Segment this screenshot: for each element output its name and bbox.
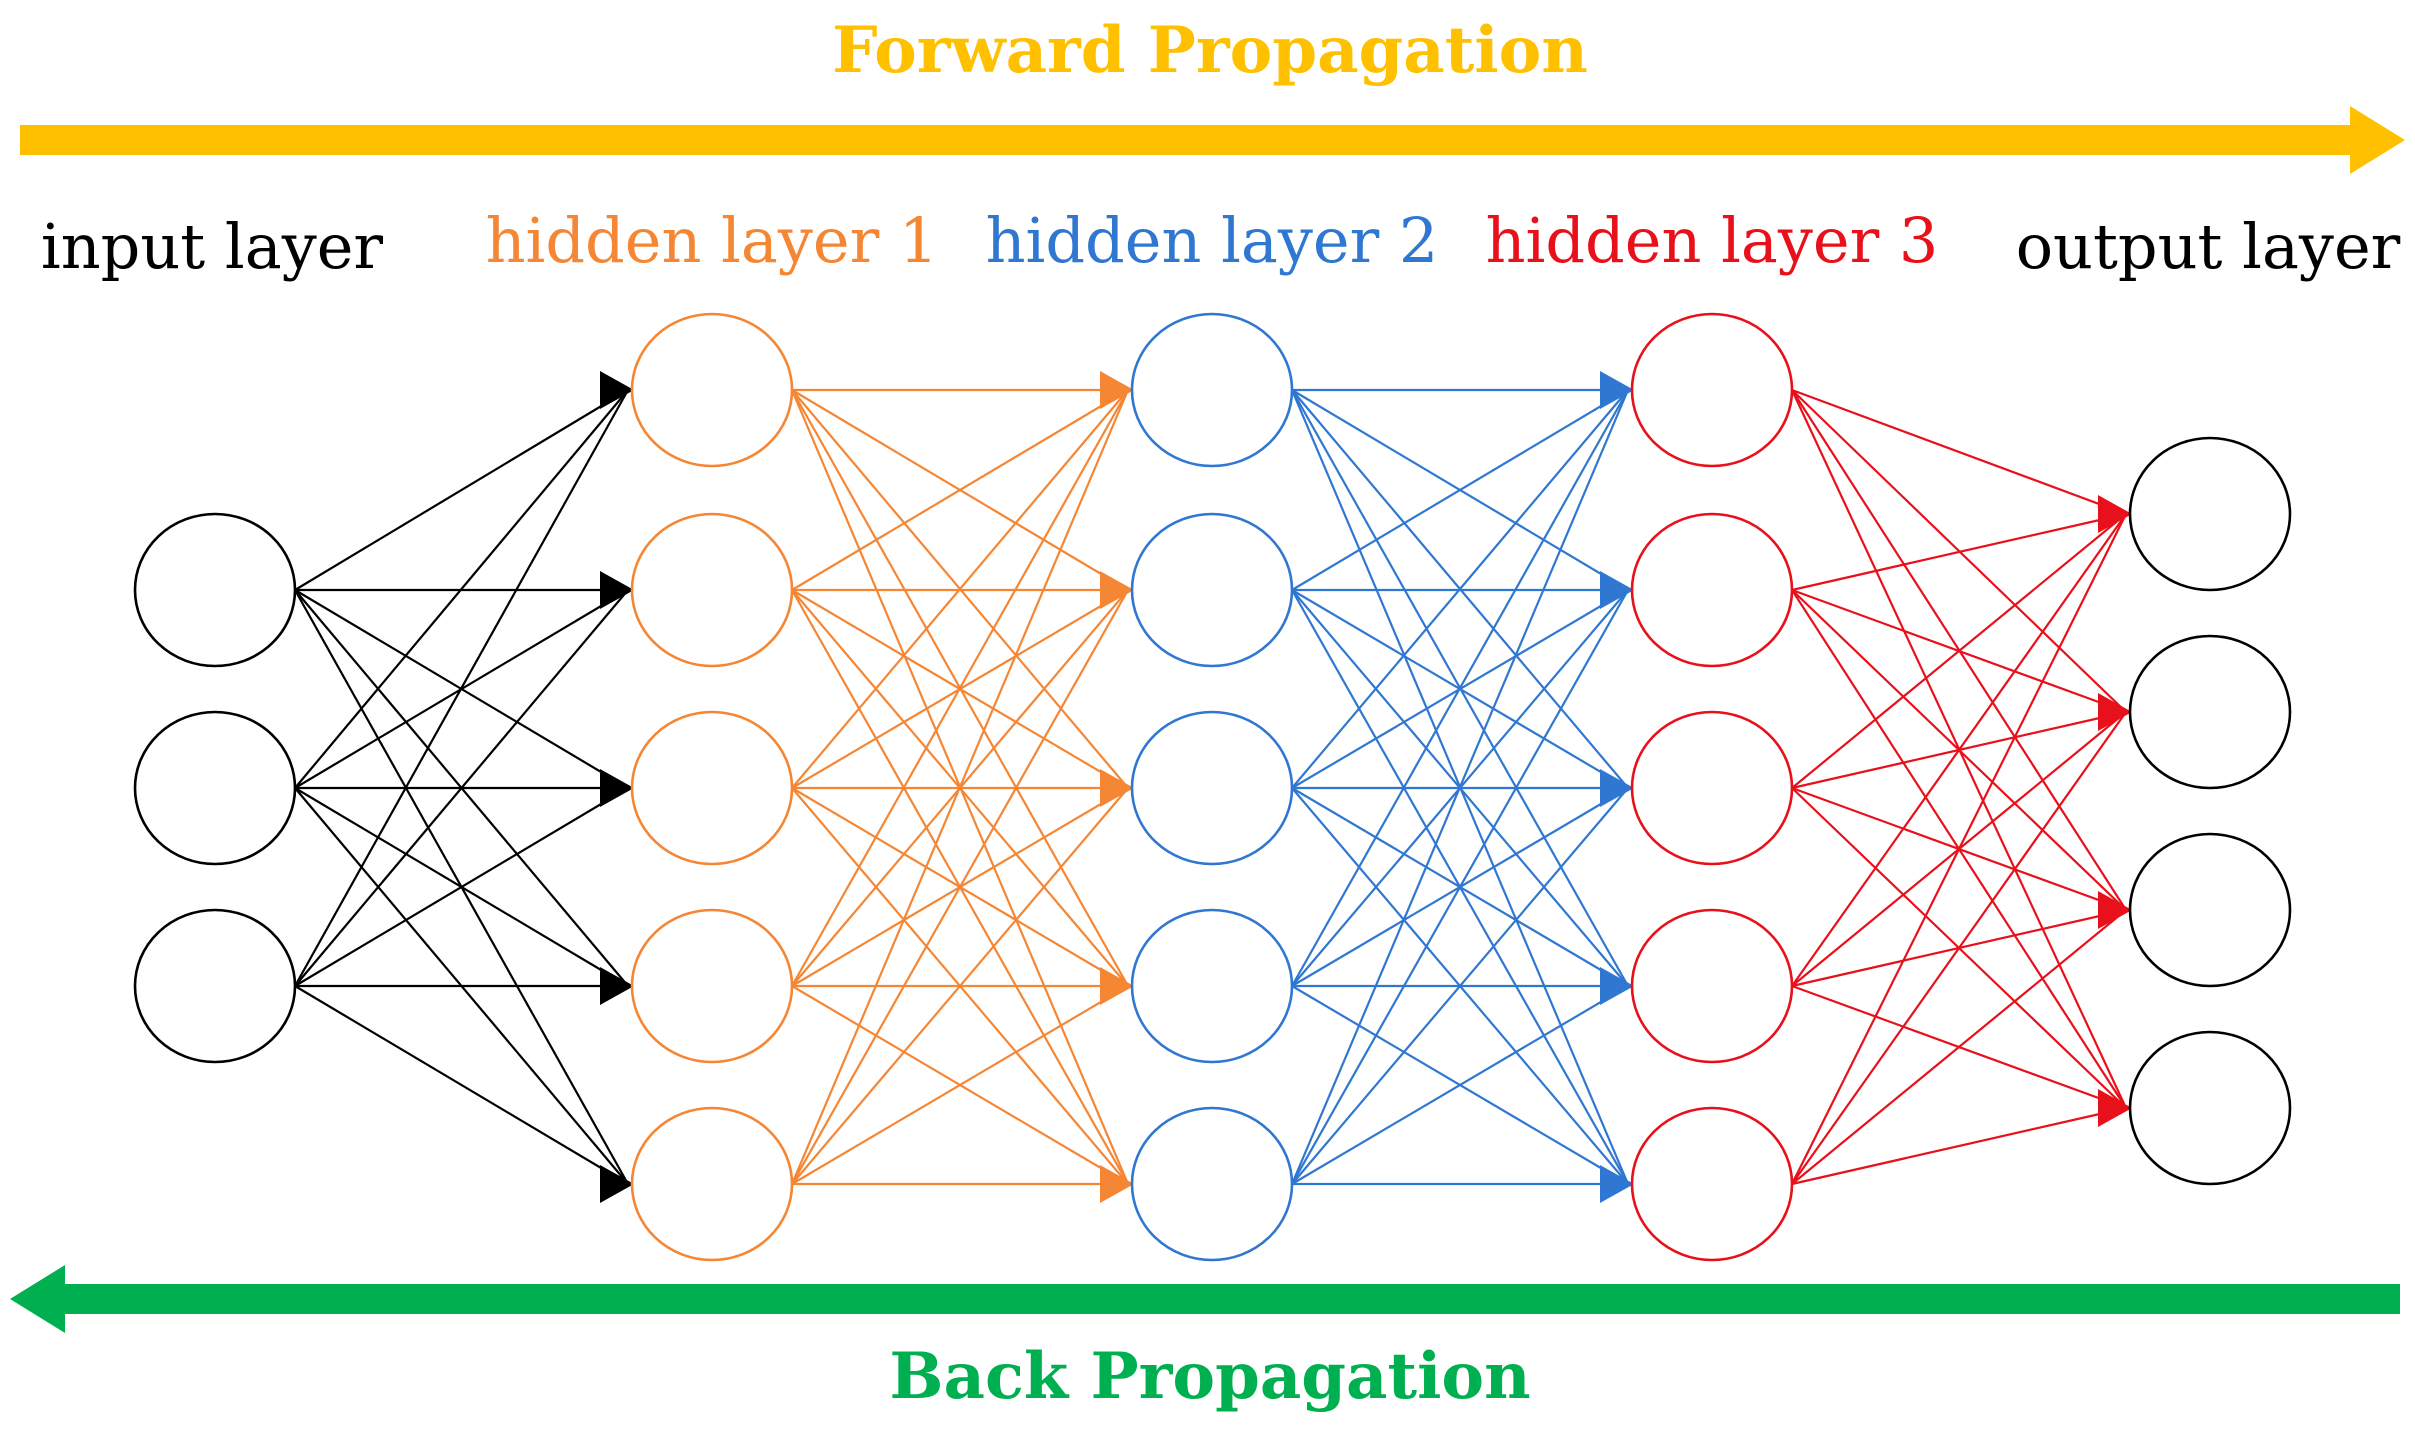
node-hidden3-0 xyxy=(1630,312,1794,468)
node-input-0 xyxy=(133,512,297,668)
edge-hidden2-4-to-hidden3-0 xyxy=(1290,389,1630,1185)
arrowhead-into-hidden3-4 xyxy=(1600,1165,1634,1203)
arrowhead-into-hidden3-3 xyxy=(1600,967,1634,1005)
edge-hidden3-3-to-output-0 xyxy=(1791,513,2127,987)
arrowhead-into-hidden2-2 xyxy=(1100,769,1134,807)
node-input-1 xyxy=(133,710,297,866)
arrowhead-into-hidden3-0 xyxy=(1600,371,1634,409)
back-propagation-title: Back Propagation xyxy=(889,1339,1530,1414)
edge-hidden1-3-to-hidden2-0 xyxy=(791,389,1129,987)
node-hidden3-4 xyxy=(1630,1106,1794,1262)
edge-hidden1-4-to-hidden2-2 xyxy=(791,787,1129,1185)
edge-hidden1-2-to-hidden2-0 xyxy=(791,389,1129,789)
node-input-2 xyxy=(133,908,297,1064)
arrowhead-into-hidden2-3 xyxy=(1100,967,1134,1005)
arrowhead-into-output-1 xyxy=(2098,693,2132,731)
arrowhead-into-hidden3-1 xyxy=(1600,571,1634,609)
node-hidden3-1 xyxy=(1630,512,1794,668)
back-arrow-shaft xyxy=(55,1284,2400,1314)
edge-input-2-to-hidden1-1 xyxy=(294,589,629,987)
arrowhead-into-hidden3-2 xyxy=(1600,769,1634,807)
layer-label-input: input layer xyxy=(41,210,384,283)
node-hidden1-3 xyxy=(630,908,794,1064)
node-hidden2-3 xyxy=(1130,908,1294,1064)
node-hidden3-3 xyxy=(1630,908,1794,1064)
edge-hidden2-1-to-hidden3-0 xyxy=(1291,389,1629,591)
arrowhead-into-hidden1-1 xyxy=(600,571,634,609)
edge-hidden1-1-to-hidden2-0 xyxy=(791,389,1129,591)
arrowhead-into-hidden1-0 xyxy=(600,371,634,409)
node-output-2 xyxy=(2128,832,2292,988)
edge-hidden3-2-to-output-0 xyxy=(1791,513,2127,789)
edge-hidden2-4-to-hidden3-1 xyxy=(1291,589,1629,1185)
arrowhead-into-hidden1-3 xyxy=(600,967,634,1005)
edge-input-2-to-hidden1-4 xyxy=(294,985,629,1185)
node-hidden1-2 xyxy=(630,710,794,866)
connections-group xyxy=(294,388,2127,1186)
edge-hidden2-2-to-hidden3-0 xyxy=(1291,389,1629,789)
node-hidden2-4 xyxy=(1130,1106,1294,1262)
edge-input-0-to-hidden1-0 xyxy=(294,389,629,591)
layer-label-hidden1: hidden layer 1 xyxy=(486,204,939,277)
edge-input-2-to-hidden1-0 xyxy=(294,389,629,987)
arrowhead-into-hidden1-4 xyxy=(600,1165,634,1203)
forward-propagation-arrow xyxy=(20,106,2405,174)
arrowhead-into-output-0 xyxy=(2098,495,2132,533)
back-arrow-head xyxy=(10,1265,65,1333)
arrowhead-into-output-2 xyxy=(2098,891,2132,929)
edge-hidden3-1-to-output-0 xyxy=(1791,512,2127,592)
layer-label-output: output layer xyxy=(2016,210,2401,283)
arrowhead-into-output-3 xyxy=(2098,1089,2132,1127)
node-hidden1-4 xyxy=(630,1106,794,1262)
edge-input-2-to-hidden1-2 xyxy=(294,787,629,987)
arrowhead-into-hidden2-1 xyxy=(1100,571,1134,609)
node-hidden1-1 xyxy=(630,512,794,668)
arrowheads-group xyxy=(600,371,2132,1203)
edge-hidden2-4-to-hidden3-3 xyxy=(1291,985,1629,1185)
nodes-group xyxy=(133,312,2292,1262)
forward-arrow-shaft xyxy=(20,125,2360,155)
edge-hidden3-0-to-output-0 xyxy=(1791,388,2127,516)
back-propagation-arrow xyxy=(10,1265,2400,1333)
layer-label-hidden3: hidden layer 3 xyxy=(1486,204,1939,277)
edge-hidden2-4-to-hidden3-2 xyxy=(1291,787,1629,1185)
node-hidden3-2 xyxy=(1630,710,1794,866)
node-hidden2-2 xyxy=(1130,710,1294,866)
edge-input-1-to-hidden1-0 xyxy=(294,389,629,789)
edge-hidden2-3-to-hidden3-0 xyxy=(1291,389,1629,987)
node-hidden2-0 xyxy=(1130,312,1294,468)
node-hidden2-1 xyxy=(1130,512,1294,668)
forward-propagation-title: Forward Propagation xyxy=(832,13,1588,88)
node-hidden1-0 xyxy=(630,312,794,468)
edge-hidden3-4-to-output-2 xyxy=(1791,909,2127,1185)
edge-hidden1-4-to-hidden2-0 xyxy=(790,389,1130,1185)
forward-arrow-head xyxy=(2350,106,2405,174)
edge-hidden3-4-to-output-1 xyxy=(1791,711,2127,1185)
arrowhead-into-hidden2-4 xyxy=(1100,1165,1134,1203)
node-output-1 xyxy=(2128,634,2292,790)
edge-hidden3-4-to-output-0 xyxy=(1791,513,2127,1185)
arrowhead-into-hidden2-0 xyxy=(1100,371,1134,409)
edge-hidden1-4-to-hidden2-3 xyxy=(791,985,1129,1185)
edge-hidden1-4-to-hidden2-1 xyxy=(791,589,1129,1185)
edge-hidden3-4-to-output-3 xyxy=(1791,1106,2127,1186)
arrowhead-into-hidden1-2 xyxy=(600,769,634,807)
layer-label-hidden2: hidden layer 2 xyxy=(986,204,1439,277)
node-output-3 xyxy=(2128,1030,2292,1186)
node-output-0 xyxy=(2128,436,2292,592)
